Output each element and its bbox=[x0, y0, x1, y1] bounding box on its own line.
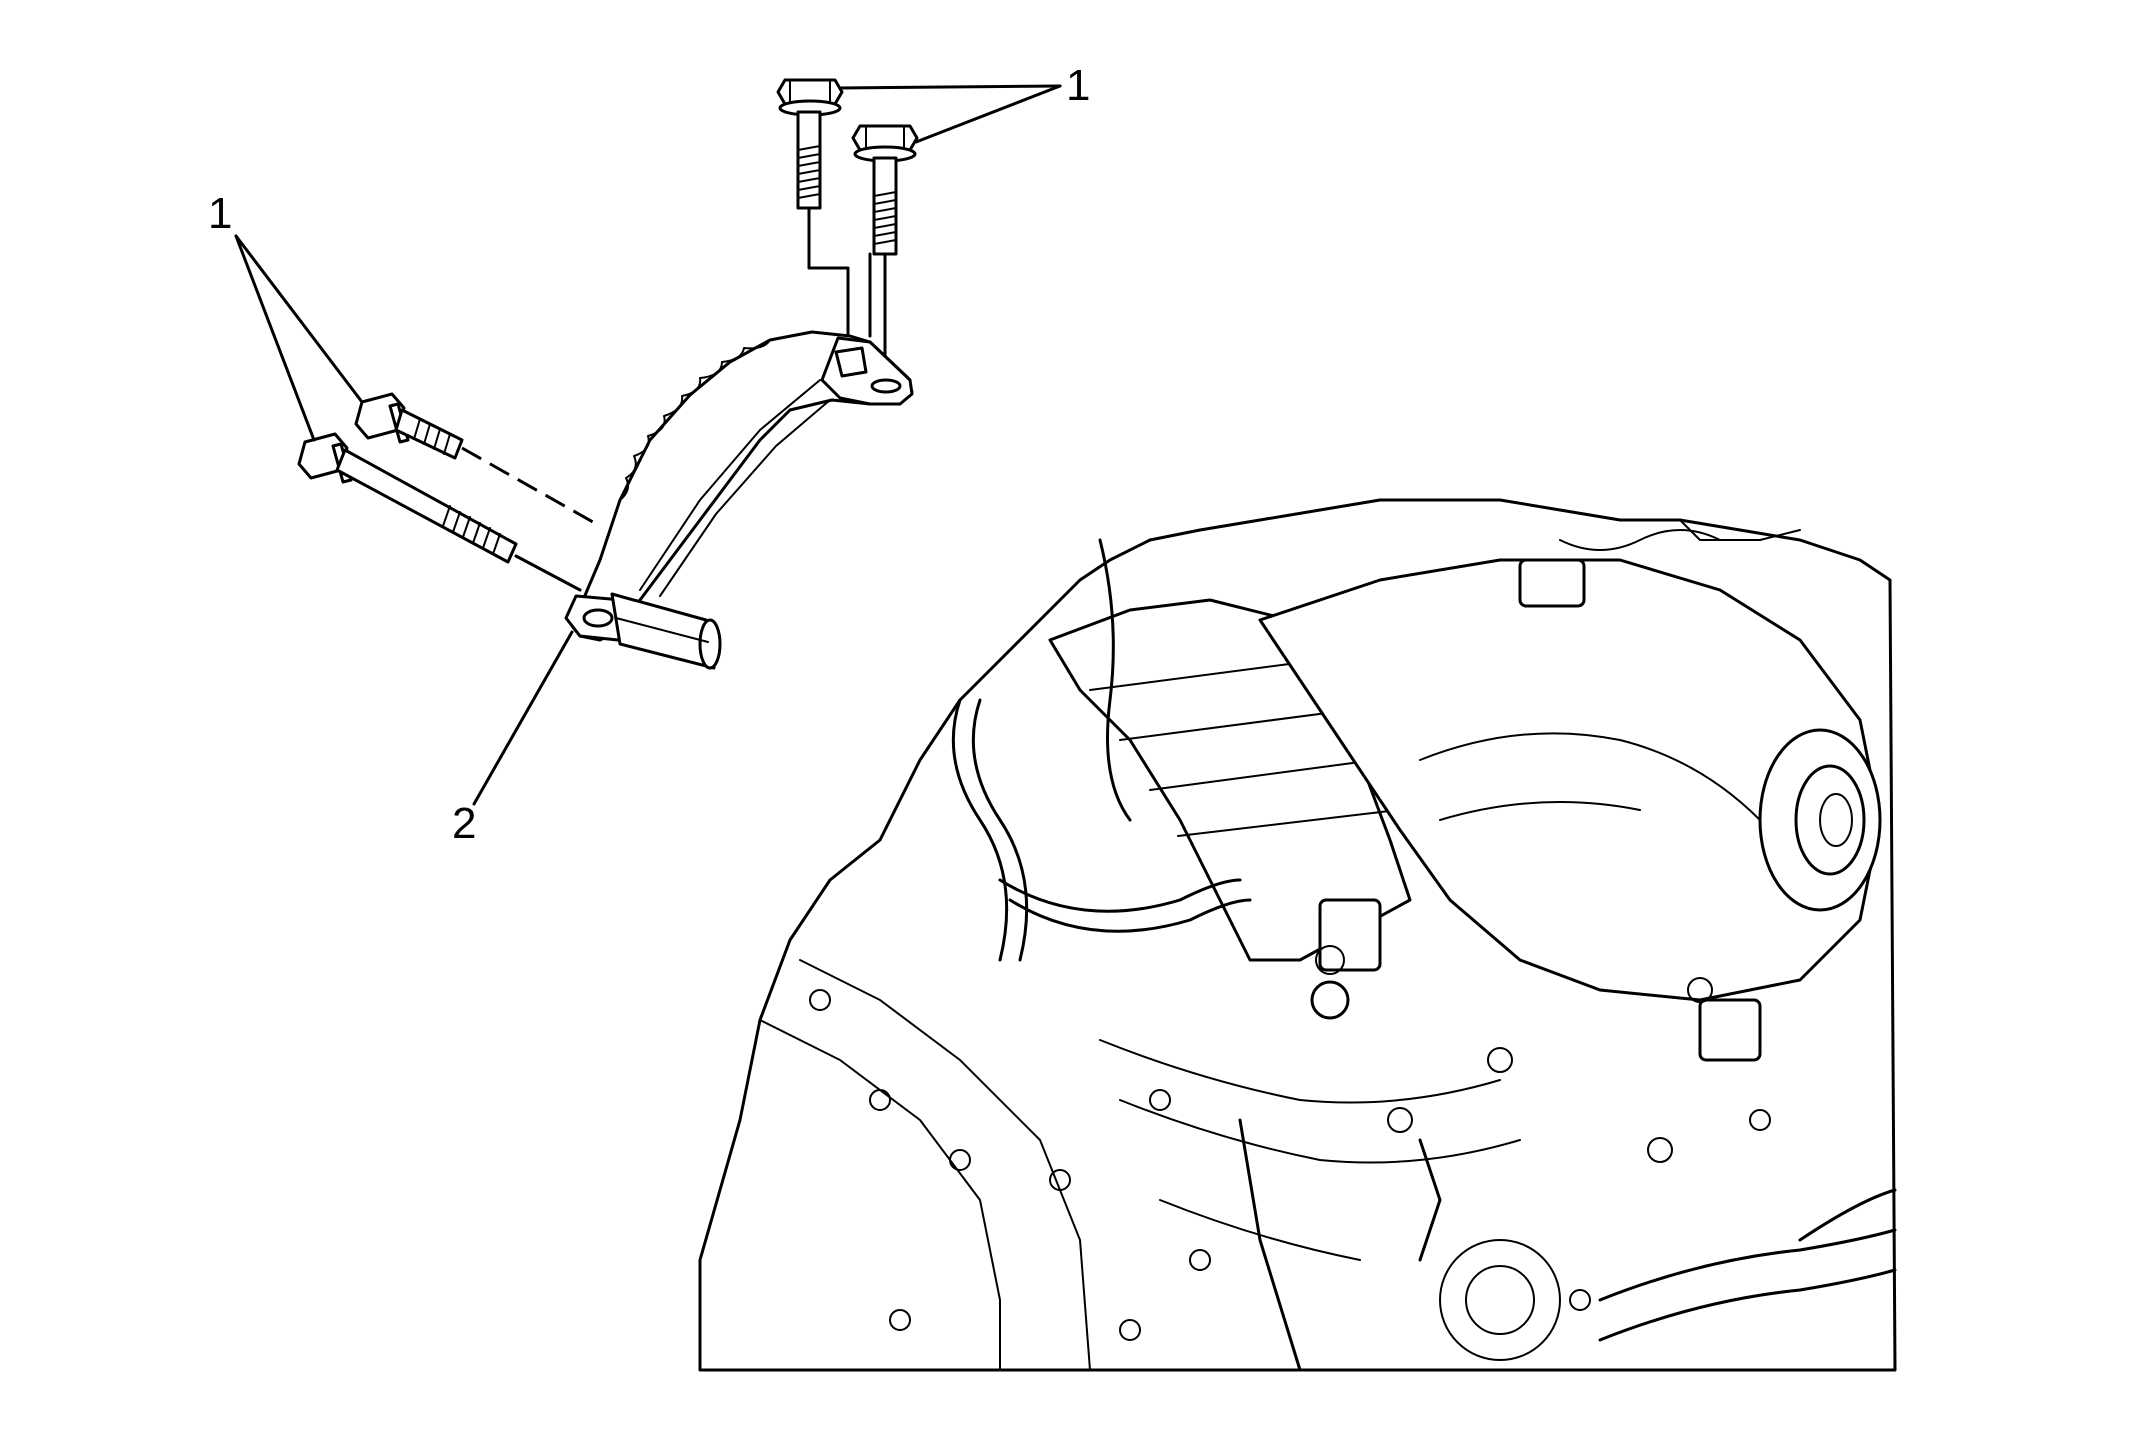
callout-leaders bbox=[234, 84, 1062, 806]
callout-labels: 1 1 2 bbox=[208, 61, 1090, 848]
callout-label-left-bolts: 1 bbox=[208, 189, 232, 238]
top-bolt-b bbox=[851, 124, 919, 256]
callout-label-bracket: 2 bbox=[452, 799, 476, 848]
left-bolt-alignment-lines bbox=[461, 446, 601, 592]
left-bolt-short bbox=[354, 392, 464, 460]
callout-label-top-bolts: 1 bbox=[1066, 61, 1090, 110]
bracket bbox=[564, 330, 914, 670]
left-bolt-long bbox=[297, 432, 518, 564]
top-bolt-a bbox=[776, 78, 844, 210]
engine-assembly bbox=[698, 498, 1897, 1372]
